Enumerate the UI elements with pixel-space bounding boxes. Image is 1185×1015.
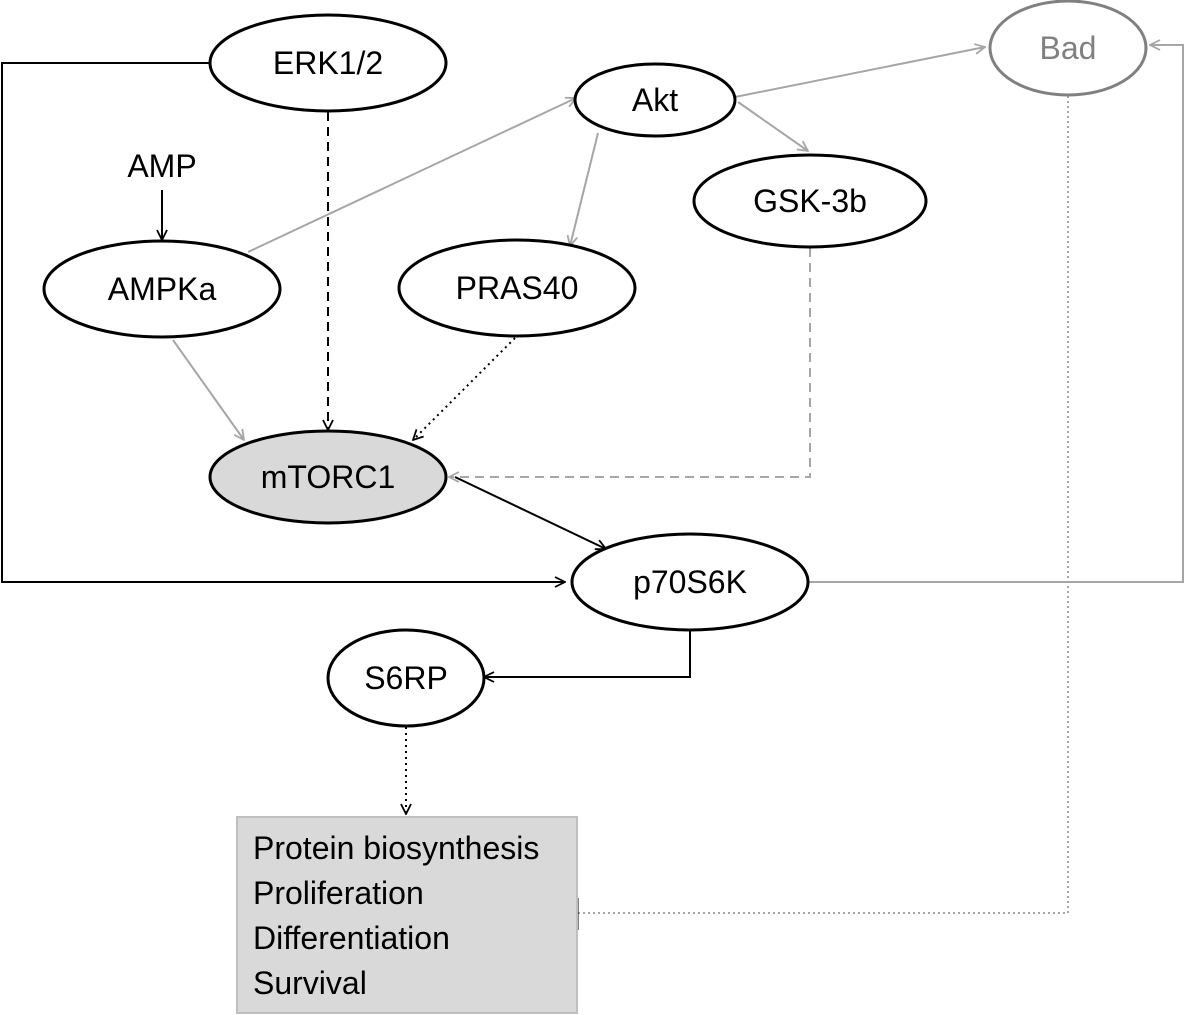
node-akt-label: Akt bbox=[632, 82, 678, 118]
outcome-survival: Survival bbox=[253, 965, 367, 1001]
node-gsk3b-label: GSK-3b bbox=[753, 183, 867, 219]
node-s6rp: S6RP bbox=[326, 628, 486, 728]
edge-akt-to-pras40 bbox=[570, 132, 599, 246]
node-pras40-label: PRAS40 bbox=[456, 270, 579, 306]
node-p70s6k-label: p70S6K bbox=[633, 564, 747, 600]
edge-bad-inhibits-outcomes bbox=[578, 96, 1069, 914]
edge-akt-to-gsk3b bbox=[737, 101, 808, 151]
edge-p70s6k-to-s6rp bbox=[484, 630, 691, 677]
outcome-protein-biosynthesis: Protein biosynthesis bbox=[253, 830, 539, 866]
node-erk: ERK1/2 bbox=[208, 13, 448, 113]
edge-mtorc1-to-p70s6k bbox=[454, 476, 606, 549]
outcomes-box: Protein biosynthesis Proliferation Diffe… bbox=[236, 816, 578, 1014]
edge-ampk-to-mtorc1 bbox=[172, 339, 244, 440]
node-bad: Bad bbox=[988, 0, 1148, 97]
node-gsk3b: GSK-3b bbox=[692, 153, 928, 249]
edge-erk-to-p70s6k bbox=[1, 62, 565, 582]
node-ampk-label: AMPKa bbox=[108, 271, 217, 307]
edge-pras40-to-mtorc1 bbox=[413, 337, 516, 440]
node-akt: Akt bbox=[573, 62, 737, 138]
node-pras40: PRAS40 bbox=[397, 238, 637, 338]
node-bad-label: Bad bbox=[1040, 30, 1097, 66]
outcome-proliferation: Proliferation bbox=[253, 875, 424, 911]
node-amp-label: AMP bbox=[127, 148, 196, 184]
edge-gsk3b-to-mtorc1 bbox=[449, 248, 811, 477]
node-mtorc1-label: mTORC1 bbox=[261, 459, 396, 495]
edge-p70s6k-to-bad bbox=[808, 45, 1184, 583]
edge-ampk-to-akt bbox=[247, 98, 576, 253]
node-s6rp-label: S6RP bbox=[364, 660, 448, 696]
node-erk-label: ERK1/2 bbox=[273, 45, 383, 81]
edge-akt-to-bad bbox=[734, 47, 985, 98]
node-p70s6k: p70S6K bbox=[570, 532, 810, 632]
node-mtorc1: mTORC1 bbox=[208, 429, 448, 525]
node-ampk: AMPKa bbox=[42, 239, 282, 339]
outcome-differentiation: Differentiation bbox=[253, 920, 450, 956]
